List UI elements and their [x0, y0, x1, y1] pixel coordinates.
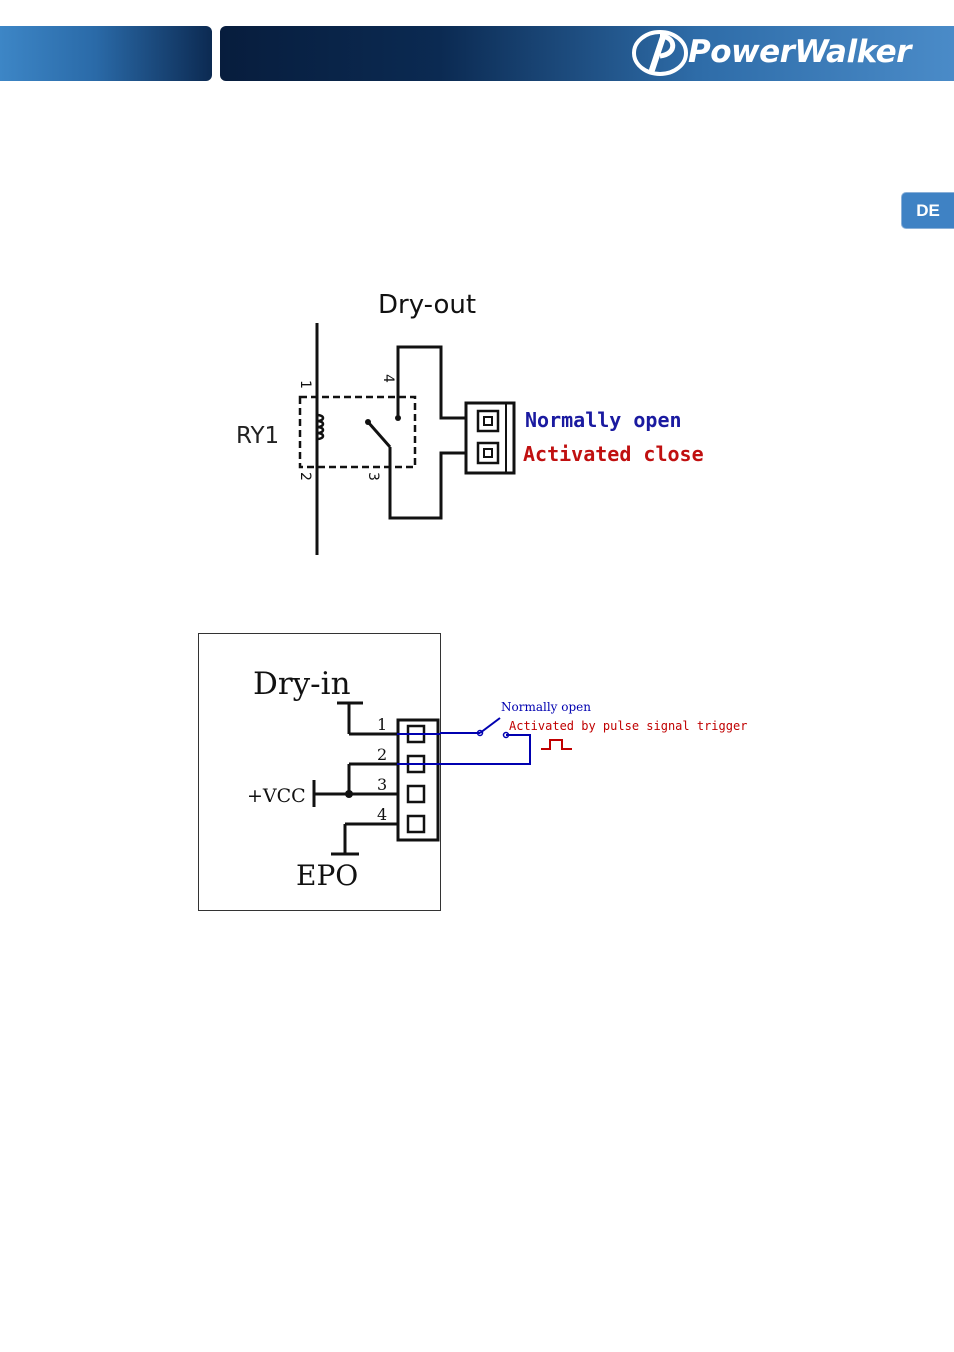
activated-by-pulse-label: Activated by pulse signal trigger [509, 719, 747, 733]
pulse-signal-icon [541, 739, 572, 750]
relay-coil-icon [316, 413, 325, 441]
header-banner-right [220, 26, 954, 81]
svg-text:4: 4 [380, 374, 396, 383]
vcc-label: +VCC [247, 785, 306, 807]
powerwalker-logo: PowerWalker [630, 26, 950, 81]
dry-in-title: Dry-in [253, 666, 351, 702]
relay-box [298, 395, 417, 469]
header-banner-left [0, 26, 212, 81]
svg-text:3: 3 [365, 472, 381, 481]
svg-text:1: 1 [377, 715, 387, 734]
pulse-switch-icon [479, 717, 501, 734]
dry-in-external-wiring: Normally open Activated by pulse signal … [440, 690, 790, 780]
brand-name: PowerWalker [688, 34, 911, 70]
svg-text:2: 2 [377, 745, 387, 764]
relay-label: RY1 [236, 423, 279, 449]
normally-open-label: Normally open [525, 408, 682, 432]
epo-label: EPO [296, 859, 358, 892]
dry-in-diagram: Dry-in +VCC EPO 1 2 3 4 [198, 633, 441, 911]
logo-mark-icon [632, 30, 688, 76]
switch-contact-icon [366, 421, 392, 448]
activated-close-label: Activated close [523, 442, 704, 466]
svg-text:3: 3 [377, 775, 387, 794]
dry-out-title: Dry-out [378, 290, 476, 320]
language-tab-de[interactable]: DE [901, 192, 954, 229]
svg-text:2: 2 [297, 472, 313, 481]
dry-out-diagram: Dry-out RY1 1 2 3 4 Normally open Activa… [230, 275, 750, 570]
svg-text:4: 4 [377, 805, 387, 824]
dry-in-normally-open-label: Normally open [501, 700, 591, 714]
svg-text:1: 1 [297, 380, 313, 389]
